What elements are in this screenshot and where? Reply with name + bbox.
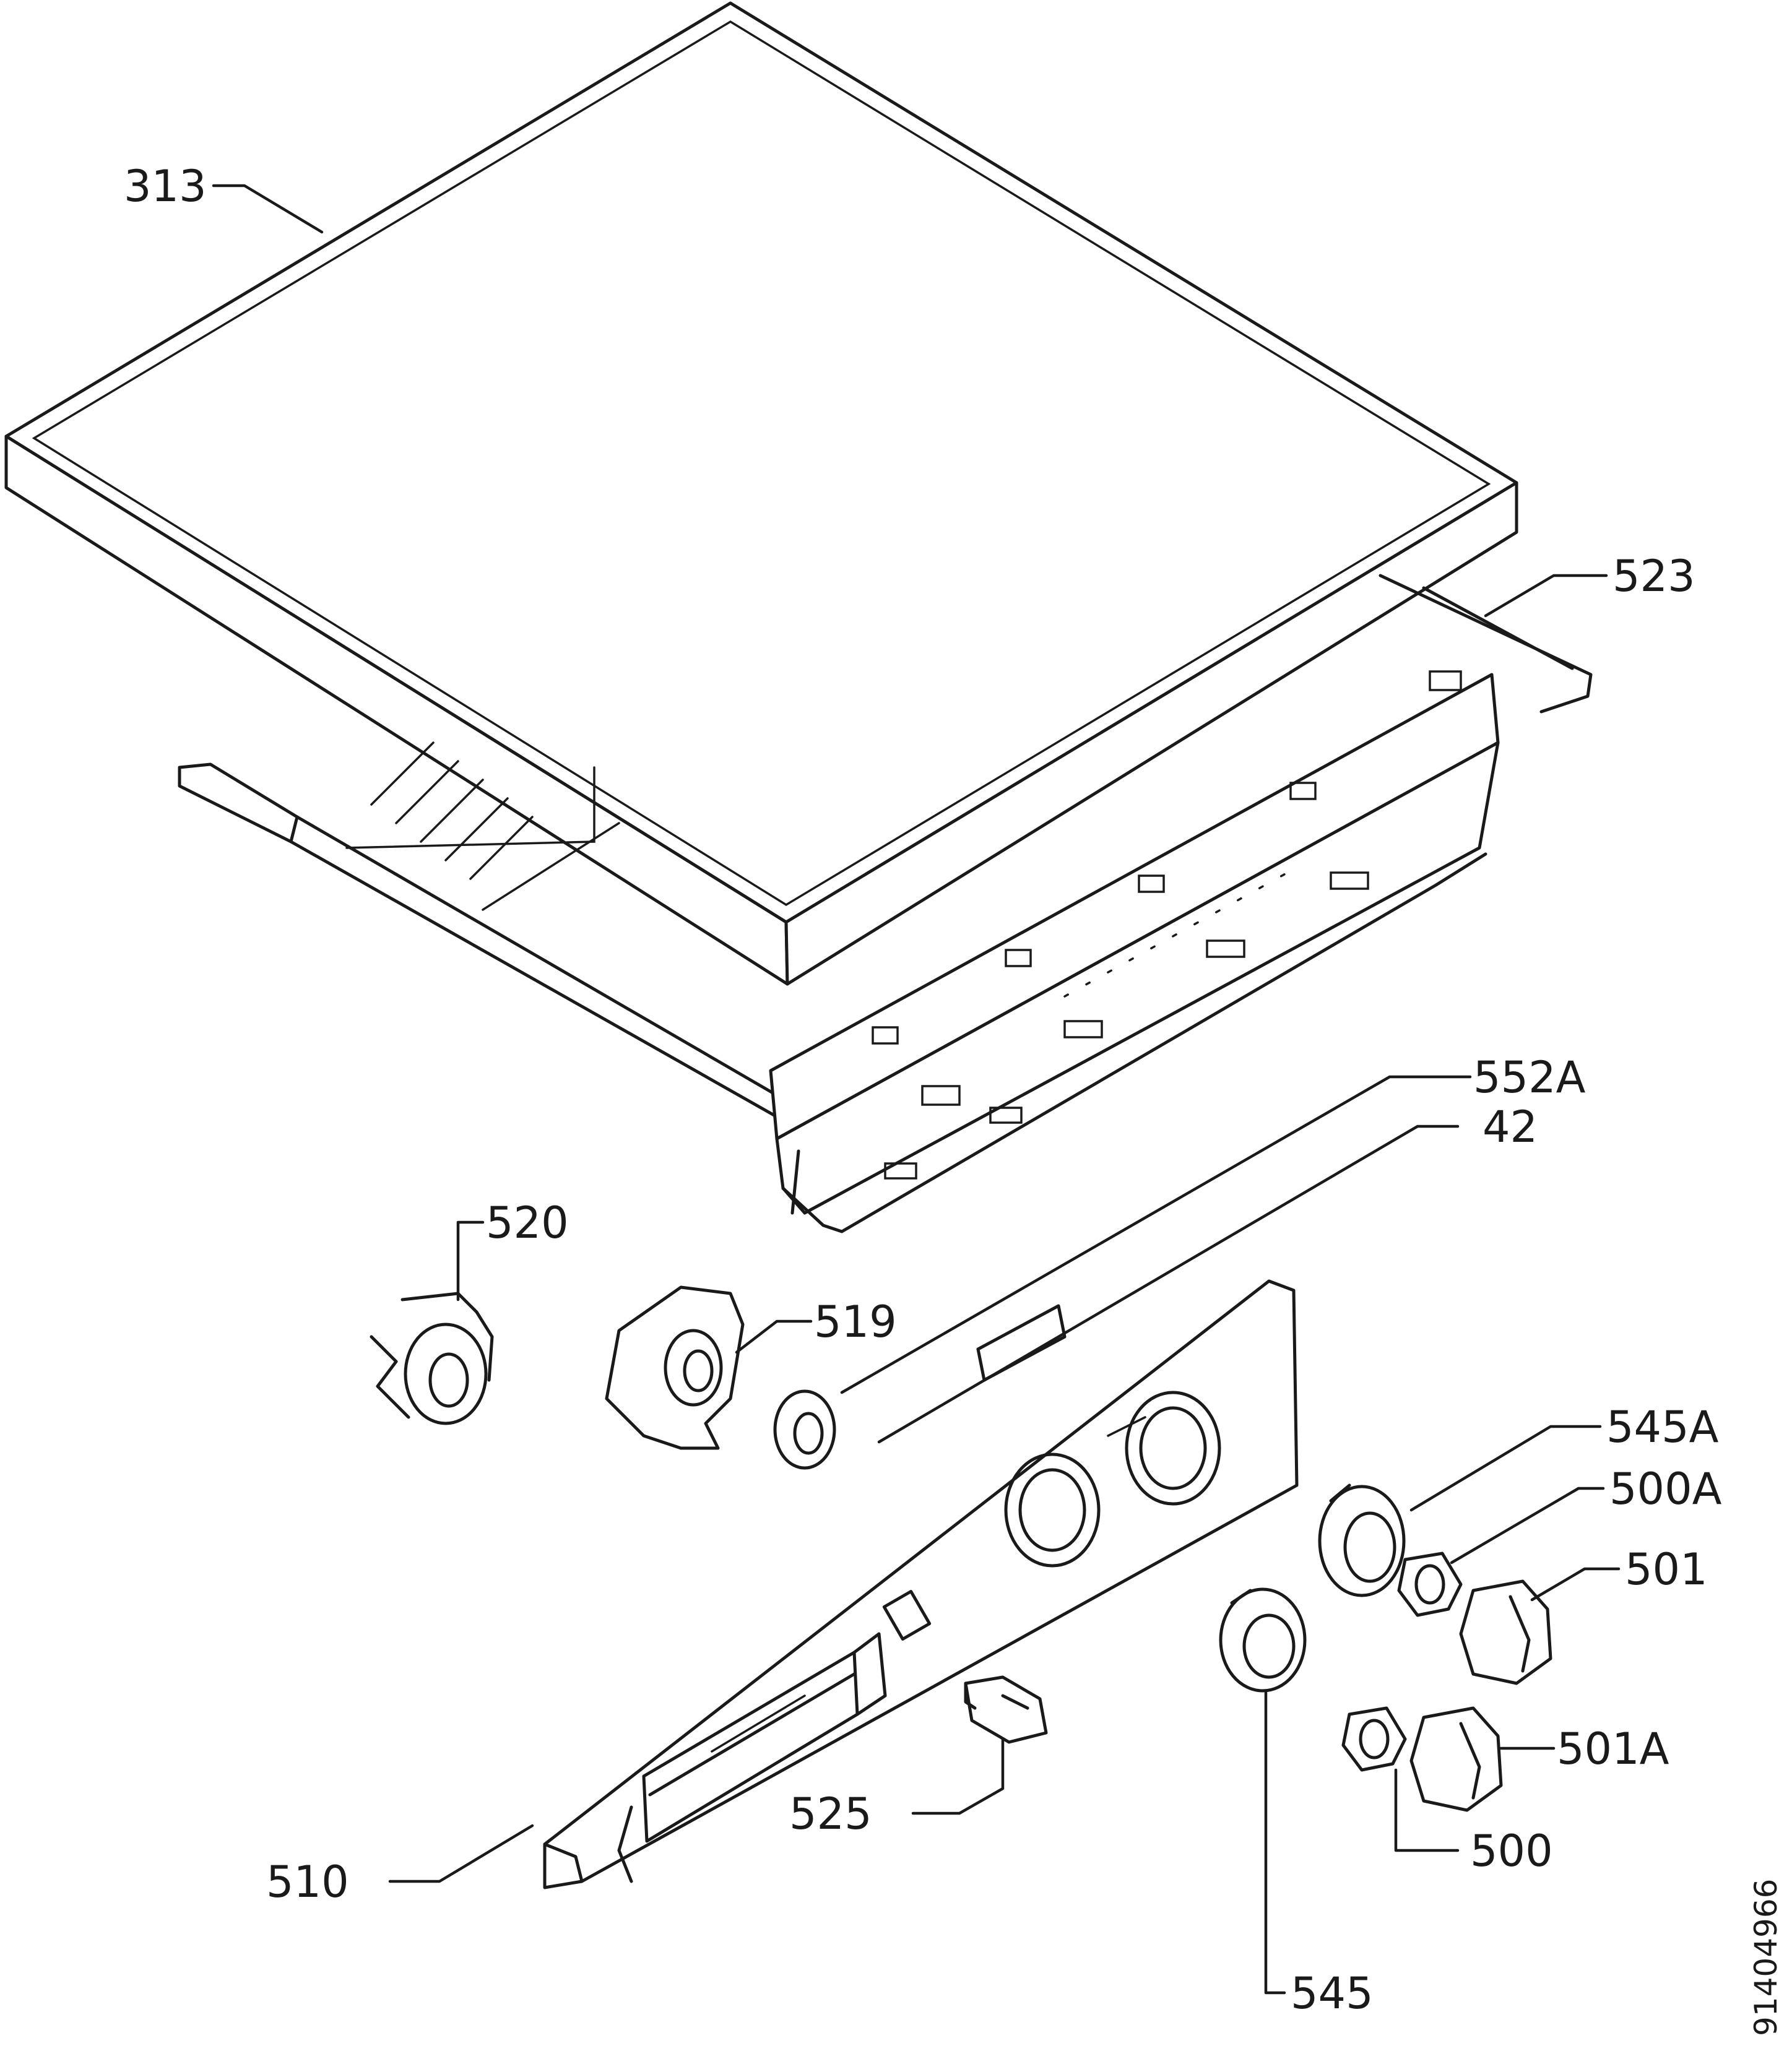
callout-500: 500 <box>1470 1826 1553 1876</box>
part-545A-flange <box>1318 1483 1406 1597</box>
part-520-switch-holder <box>370 1292 494 1425</box>
part-501-knob <box>1459 1579 1552 1685</box>
callout-labels: 313 523 552A 42 520 519 545A 500A 501 50… <box>124 161 1722 2019</box>
callout-545A: 545A <box>1606 1402 1719 1452</box>
callout-501: 501 <box>1625 1544 1708 1595</box>
callout-500A: 500A <box>1609 1464 1722 1514</box>
part-545-flange <box>1219 1587 1307 1693</box>
part-500-spindle <box>1341 1706 1407 1772</box>
callout-520: 520 <box>486 1198 569 1248</box>
callout-42: 42 <box>1483 1102 1538 1152</box>
part-500A-spindle <box>1397 1552 1463 1617</box>
part-510-control-panel <box>543 1279 1299 1889</box>
callout-525: 525 <box>789 1789 872 1839</box>
callout-501A: 501A <box>1557 1724 1669 1774</box>
callout-519: 519 <box>814 1297 897 1347</box>
part-519-selector-holder <box>605 1285 745 1450</box>
part-42-bushing <box>773 1389 836 1470</box>
callout-552A: 552A <box>1473 1052 1586 1103</box>
part-501A-knob <box>1409 1706 1503 1812</box>
leader-lines <box>212 184 1621 1995</box>
part-525-push-switch <box>964 1675 1048 1744</box>
callout-313: 313 <box>124 161 207 212</box>
drawing-reference-number: 91404966 <box>1748 1879 1784 2037</box>
callout-545: 545 <box>1291 1968 1374 2019</box>
callout-523: 523 <box>1612 551 1695 602</box>
callout-510: 510 <box>266 1857 349 1907</box>
part-313-worktop <box>4 1 1518 986</box>
part-523-support-frame <box>178 574 1593 1233</box>
